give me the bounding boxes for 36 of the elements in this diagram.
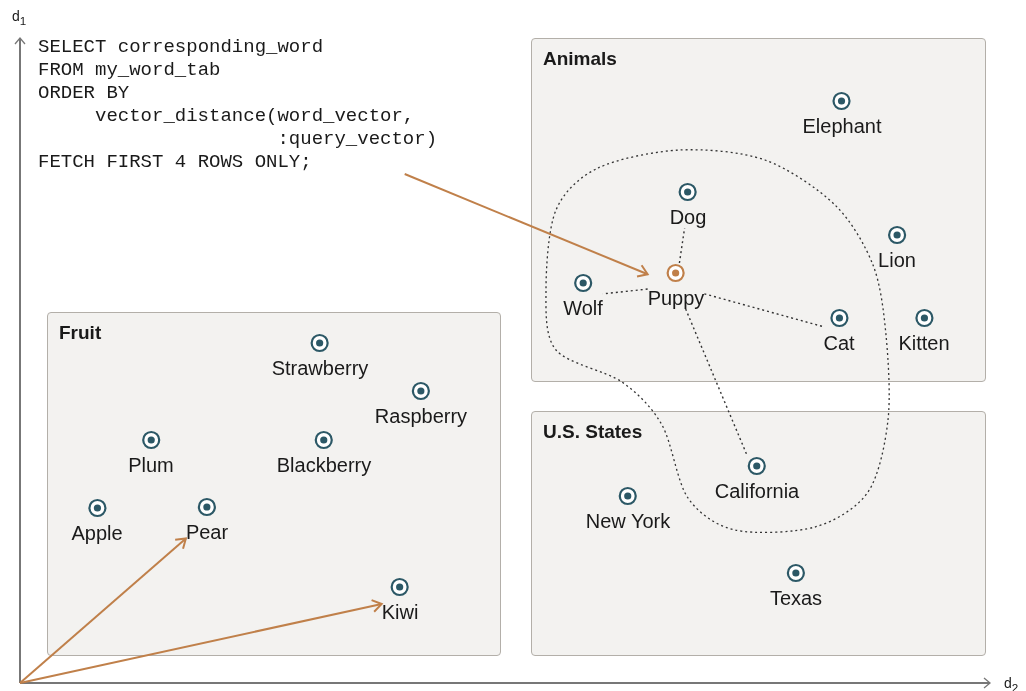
point-label: California [714,480,800,502]
cluster-title: U.S. States [543,421,643,443]
code-line: :query_vector) [276,128,438,151]
point-label: Puppy [647,287,705,309]
point-label: Cat [823,332,855,354]
cluster-panel [531,411,986,656]
code-line: FETCH FIRST 4 ROWS ONLY; [38,151,313,174]
point-label: Elephant [802,115,882,137]
cluster-title: Animals [543,48,617,70]
code-line: FROM my_word_tab [38,59,222,82]
point-label: Dog [669,206,707,228]
arrow [19,537,187,684]
point-label: Texas [769,587,823,609]
connector-line [684,308,749,457]
point-label: Plum [128,454,174,476]
axis-label: d$_{2}$ [1004,675,1019,691]
point-label: Blackberry [276,454,372,476]
point-label: Apple [71,522,123,544]
point-label: Lion [878,249,916,271]
axis-label: d$_{1}$ [12,8,27,27]
code-line: ORDER BY [38,82,131,105]
point-label: Kiwi [381,601,419,623]
arrow [19,599,383,684]
point-label: Raspberry [374,405,468,427]
code-line: vector_distance(word_vector, [94,105,416,128]
connector-line [703,293,825,328]
point-label: Pear [185,521,229,543]
cluster-title: Fruit [59,322,102,344]
code-line: SELECT corresponding_word [38,36,325,59]
point-label: Kitten [898,332,950,354]
point-label: Strawberry [271,357,369,379]
point-label: New York [585,510,671,532]
cluster-panel [47,312,501,656]
arrow [403,173,649,278]
point-label: Wolf [563,297,603,319]
cluster-panel [531,38,986,382]
